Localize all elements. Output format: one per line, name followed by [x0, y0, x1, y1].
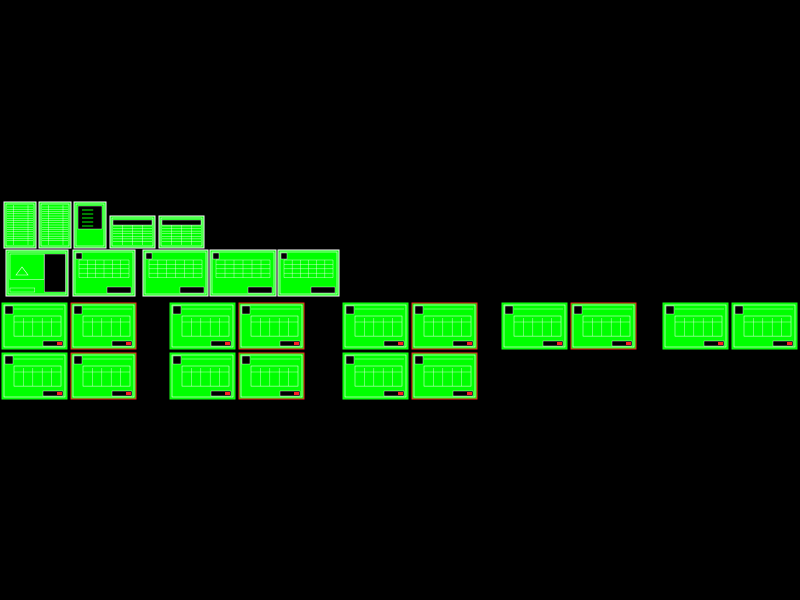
- notes-sheet[interactable]: [73, 201, 107, 249]
- plan-group-1: [1, 302, 137, 400]
- diagram-sheet-5[interactable]: [277, 249, 340, 297]
- plan-sheet-3-1-1[interactable]: [342, 302, 409, 350]
- plan-sheet-5-1-2[interactable]: [731, 302, 798, 350]
- plan-group-2: [169, 302, 305, 400]
- plan-sheet-3-1-2[interactable]: [411, 302, 478, 350]
- cover-sheet-2[interactable]: [38, 201, 72, 249]
- diagram-sheet-1[interactable]: [5, 249, 69, 297]
- plan-sheet-2-1-2[interactable]: [238, 302, 305, 350]
- diagram-sheet-2[interactable]: [72, 249, 136, 297]
- table-sheet-2[interactable]: [158, 215, 205, 249]
- plan-sheet-2-2-2[interactable]: [238, 352, 305, 400]
- cover-sheet-1[interactable]: [3, 201, 37, 249]
- plan-sheet-4-1-2[interactable]: [570, 302, 637, 350]
- plan-sheet-1-1-2[interactable]: [70, 302, 137, 350]
- diagram-sheet-3[interactable]: [142, 249, 209, 297]
- plan-sheet-3-2-2[interactable]: [411, 352, 478, 400]
- plan-group-4: [501, 302, 637, 350]
- plan-sheet-1-2-2[interactable]: [70, 352, 137, 400]
- plan-sheet-2-2-1[interactable]: [169, 352, 236, 400]
- plan-group-3: [342, 302, 478, 400]
- plan-sheet-2-1-1[interactable]: [169, 302, 236, 350]
- plan-group-5: [662, 302, 798, 350]
- diagram-sheet-4[interactable]: [209, 249, 277, 297]
- table-sheet-1[interactable]: [109, 215, 156, 249]
- plan-sheet-5-1-1[interactable]: [662, 302, 729, 350]
- plan-sheet-3-2-1[interactable]: [342, 352, 409, 400]
- plan-sheet-1-2-1[interactable]: [1, 352, 68, 400]
- plan-sheet-1-1-1[interactable]: [1, 302, 68, 350]
- plan-sheet-4-1-1[interactable]: [501, 302, 568, 350]
